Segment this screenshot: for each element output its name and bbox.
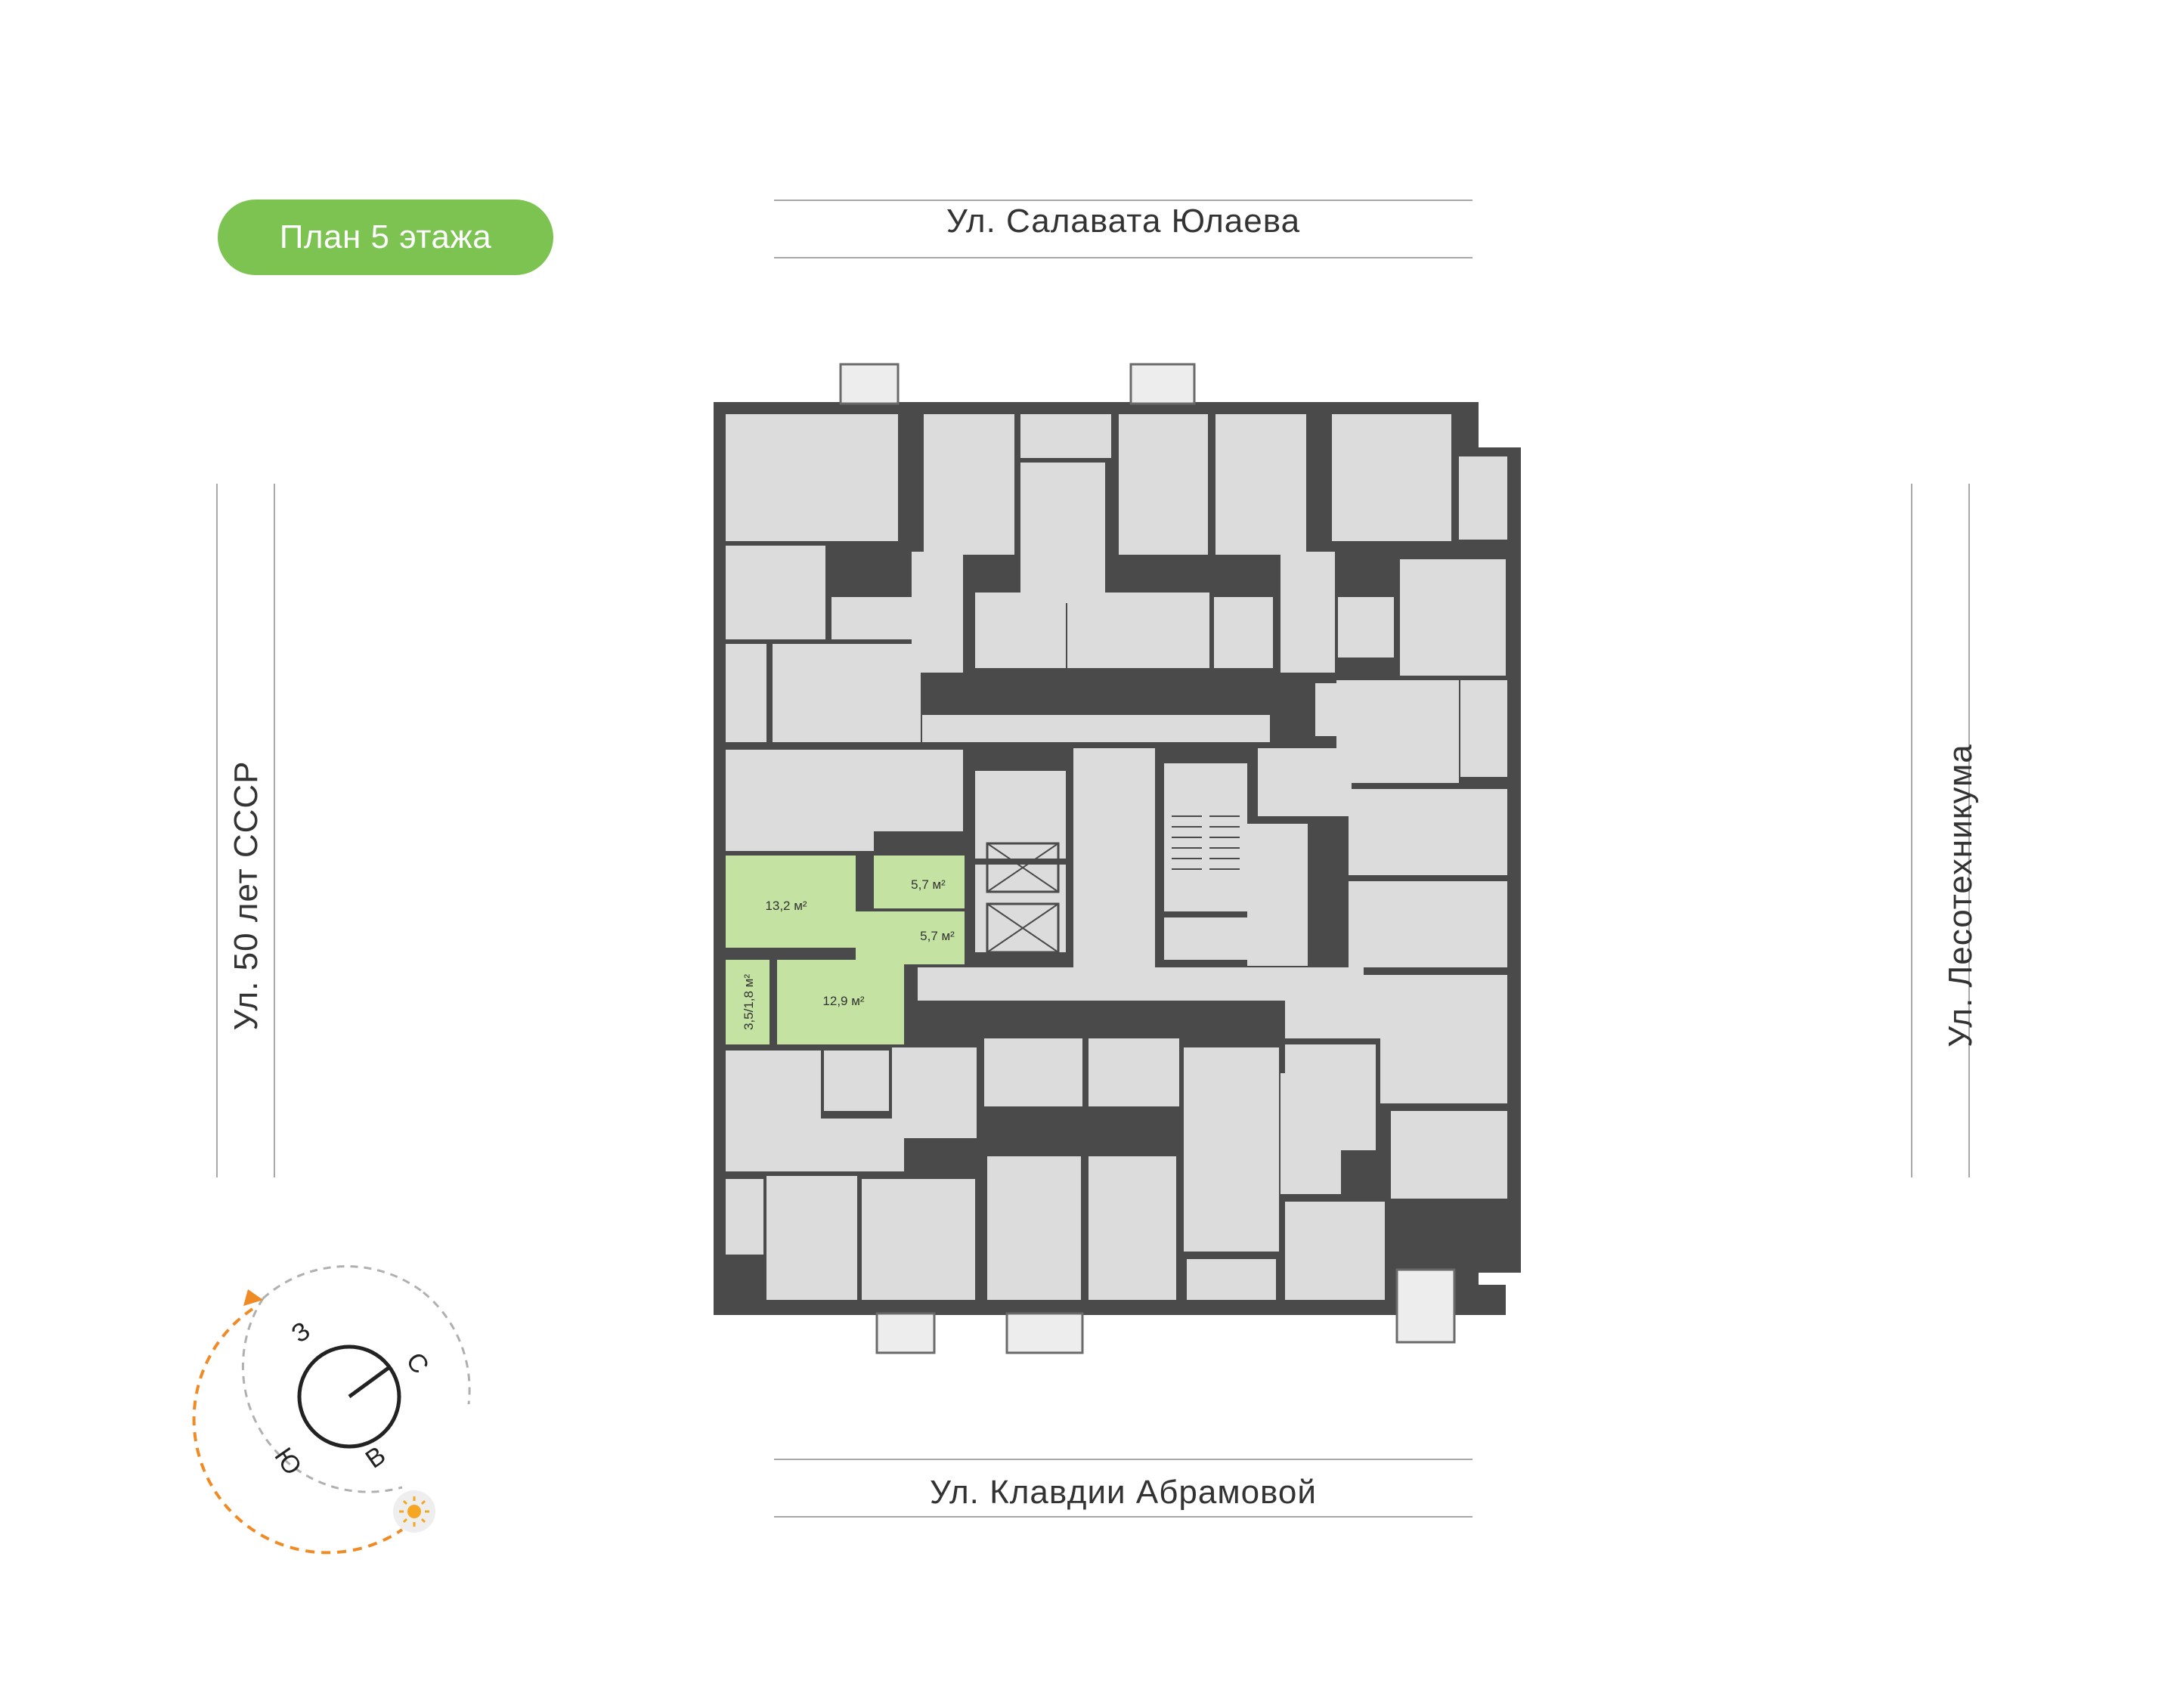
area-room-1: 13,2 м² bbox=[765, 899, 807, 913]
street-rule-left-2 bbox=[274, 484, 275, 1177]
sun-icon bbox=[393, 1490, 435, 1533]
balconies bbox=[839, 363, 1456, 1354]
staircase bbox=[1172, 815, 1240, 870]
street-rule-top-2 bbox=[774, 257, 1472, 258]
street-rule-right-1 bbox=[1911, 484, 1912, 1177]
compass-arc-grey bbox=[423, 1291, 471, 1405]
compass-north: С bbox=[400, 1348, 434, 1379]
compass-south: Ю bbox=[268, 1443, 307, 1481]
compass-west: З bbox=[286, 1317, 316, 1349]
area-room-2: 12,9 м² bbox=[822, 994, 864, 1008]
compass-arc-grey-3 bbox=[262, 1265, 424, 1300]
compass-dial bbox=[297, 1344, 401, 1449]
floor-badge: План 5 этажа bbox=[218, 200, 553, 275]
compass: З С В Ю bbox=[192, 1265, 471, 1555]
apt-balcony[interactable] bbox=[726, 960, 770, 1044]
apt-hall[interactable] bbox=[856, 911, 965, 964]
street-rule-bottom-2 bbox=[774, 1516, 1472, 1518]
area-balcony: 3,5/1,8 м² bbox=[742, 974, 756, 1030]
area-hall: 5,7 м² bbox=[920, 929, 955, 943]
street-rule-left-1 bbox=[216, 484, 218, 1177]
street-rule-top-1 bbox=[774, 200, 1472, 201]
street-label-bottom: Ул. Клавдии Абрамовой bbox=[930, 1474, 1317, 1511]
street-rule-right-2 bbox=[1968, 484, 1970, 1177]
street-label-top: Ул. Салавата Юлаева bbox=[946, 203, 1301, 240]
highlighted-apartment[interactable]: 13,2 м² 5,7 м² 5,7 м² 12,9 м² 3,5/1,8 м² bbox=[726, 856, 965, 1044]
floor-badge-label: План 5 этажа bbox=[279, 218, 492, 255]
apt-room-2[interactable] bbox=[777, 960, 904, 1044]
apt-room-1[interactable] bbox=[726, 856, 856, 948]
compass-arc-grey-2 bbox=[241, 1298, 403, 1493]
compass-needle bbox=[348, 1366, 390, 1399]
sun-path-arrow-icon bbox=[243, 1289, 263, 1306]
elevator-shafts bbox=[986, 842, 1060, 954]
street-rule-bottom-1 bbox=[774, 1459, 1472, 1460]
area-kitchen: 5,7 м² bbox=[911, 877, 946, 892]
sun-path-arc bbox=[192, 1307, 404, 1555]
apt-kitchen[interactable] bbox=[874, 856, 965, 908]
